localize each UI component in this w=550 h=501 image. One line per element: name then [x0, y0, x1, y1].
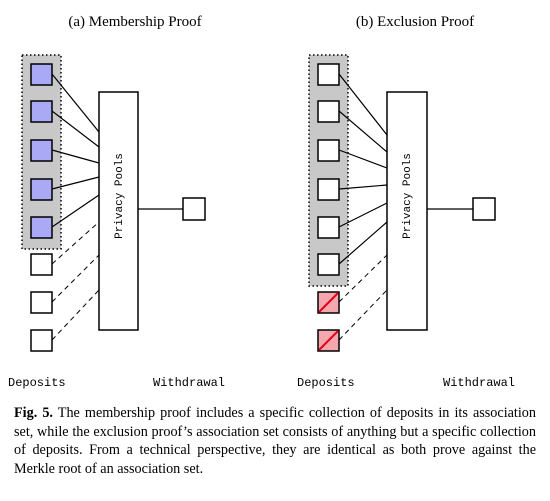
deposits-label: Deposits: [297, 376, 355, 390]
included-deposit: [317, 100, 340, 123]
other-deposit: [30, 253, 53, 276]
withdrawal-label: Withdrawal: [153, 376, 225, 390]
dashed-edge: [338, 289, 388, 341]
edge: [51, 149, 100, 164]
dashed-edge: [338, 254, 388, 303]
included-deposit: [30, 139, 53, 162]
privacy-pool-label: Privacy Pools: [114, 153, 126, 239]
edge: [338, 149, 388, 169]
withdrawal-label: Withdrawal: [443, 376, 515, 390]
included-deposit: [30, 178, 53, 201]
exclusion-panel: (b) Exclusion Proof: [297, 14, 515, 390]
other-deposit: [30, 329, 53, 352]
edge: [338, 73, 388, 136]
included-deposit: [317, 253, 340, 276]
edge: [51, 73, 100, 133]
included-deposit: [317, 63, 340, 86]
membership-panel: (a) Membership Proof Priv: [8, 14, 225, 390]
edge: [338, 184, 388, 190]
exclusion-deposits: [317, 63, 340, 352]
figure: (a) Membership Proof Priv: [8, 14, 515, 390]
exclusion-slash: [318, 292, 339, 313]
edge: [338, 110, 388, 153]
edge: [338, 202, 388, 228]
edge: [51, 176, 100, 190]
edge: [338, 221, 388, 265]
membership-dashed-edges: [51, 221, 100, 341]
dashed-edge: [51, 221, 100, 265]
included-deposit: [30, 216, 53, 239]
membership-edges: [51, 73, 100, 228]
privacy-pool-label: Privacy Pools: [402, 153, 414, 239]
membership-panel-title: (a) Membership Proof: [68, 14, 201, 30]
other-deposit: [30, 291, 53, 314]
exclusion-edges: [338, 73, 388, 265]
deposits-label: Deposits: [8, 376, 66, 390]
withdrawal-box: [472, 197, 496, 221]
included-deposit: [317, 216, 340, 239]
membership-deposits: [30, 63, 53, 352]
exclusion-dashed-edges: [338, 254, 388, 341]
privacy-pool-box: [386, 91, 428, 331]
dashed-edge: [51, 254, 100, 303]
caption-text: The membership proof includes a specific…: [14, 405, 536, 477]
included-deposit: [317, 139, 340, 162]
caption-label: Fig. 5.: [14, 405, 53, 421]
edge: [51, 194, 100, 228]
included-deposit: [317, 178, 340, 201]
exclusion-panel-title: (b) Exclusion Proof: [356, 14, 474, 30]
figure-caption: Fig. 5. The membership proof includes a …: [14, 404, 536, 478]
privacy-pool-box: [98, 91, 139, 331]
exclusion-slash: [318, 330, 339, 351]
exclusion-slashes: [318, 292, 339, 351]
association-set-exclusion: [308, 54, 349, 287]
edge: [51, 110, 100, 148]
included-deposit: [30, 100, 53, 123]
withdrawal-box: [182, 197, 206, 221]
included-deposit: [30, 63, 53, 86]
dashed-edge: [51, 289, 100, 341]
